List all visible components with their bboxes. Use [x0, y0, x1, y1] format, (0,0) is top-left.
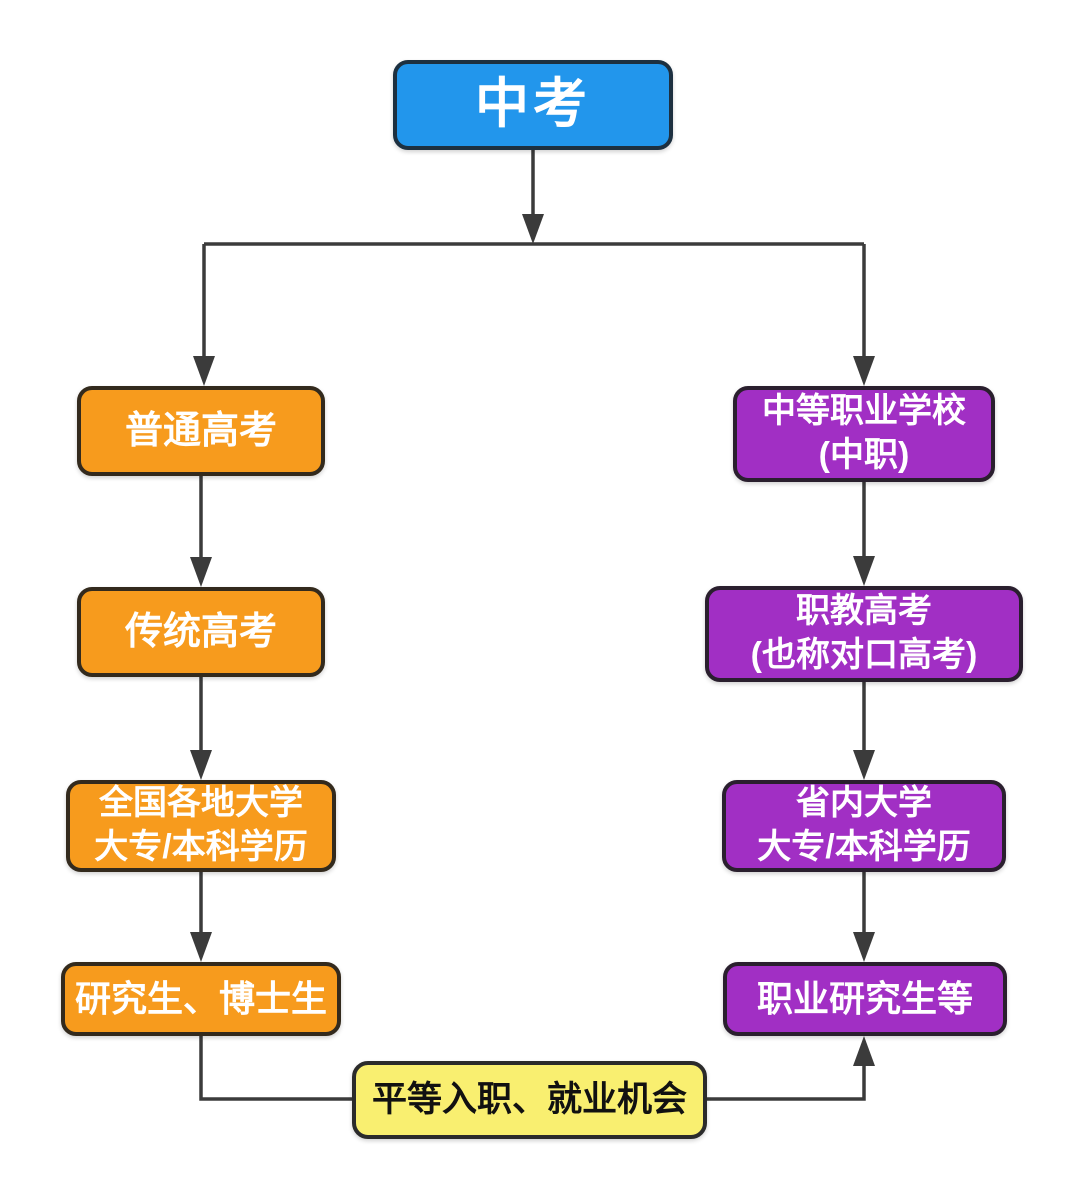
node-vocational-gaokao: 职教高考 (也称对口高考) — [705, 586, 1023, 682]
node-label-line2: 大专/本科学历 — [757, 828, 971, 866]
node-label-line2: 大专/本科学历 — [94, 828, 308, 866]
node-equal-employment-opportunity: 平等入职、就业机会 — [352, 1061, 707, 1139]
node-national-university: 全国各地大学 大专/本科学历 — [66, 780, 336, 872]
node-chuantong-gaokao: 传统高考 — [77, 587, 325, 677]
node-putong-gaokao: 普通高考 — [77, 386, 325, 476]
node-label-line1: 省内大学 — [796, 784, 932, 823]
node-label: 传统高考 — [124, 610, 277, 653]
arrowhead-left-drop-icon — [193, 356, 215, 386]
node-label: 中考 — [475, 74, 591, 135]
node-vocational-graduate: 职业研究生等 — [723, 962, 1007, 1036]
arrowhead-academic-1-2-icon — [190, 557, 212, 587]
node-graduate-doctorate: 研究生、博士生 — [61, 962, 341, 1036]
node-label: 平等入职、就业机会 — [371, 1079, 687, 1119]
arrowhead-vocational-2-3-icon — [853, 750, 875, 780]
node-label-line2: (中职) — [818, 436, 910, 474]
arrowhead-academic-3-4-icon — [190, 932, 212, 962]
arrowhead-outcome-up-icon — [853, 1036, 875, 1066]
arrowhead-root-down-icon — [522, 214, 544, 244]
arrowhead-vocational-3-4-icon — [853, 932, 875, 962]
node-label-line1: 全国各地大学 — [99, 784, 303, 823]
node-label-line1: 中等职业学校 — [762, 392, 966, 431]
node-label: 职业研究生等 — [756, 977, 973, 1019]
connector-academic-to-outcome — [199, 1036, 352, 1101]
node-label-line1: 职教高考 — [796, 592, 932, 631]
node-secondary-vocational-school: 中等职业学校 (中职) — [733, 386, 995, 482]
node-zhongkao: 中考 — [393, 60, 673, 150]
arrowhead-right-drop-icon — [853, 356, 875, 386]
node-label: 研究生、博士生 — [74, 977, 327, 1019]
arrowhead-vocational-1-2-icon — [853, 556, 875, 586]
node-label: 普通高考 — [124, 409, 277, 452]
connector-outcome-to-vocational — [707, 1064, 866, 1101]
node-label-line2: (也称对口高考) — [750, 636, 978, 674]
arrowhead-academic-2-3-icon — [190, 750, 212, 780]
node-provincial-university: 省内大学 大专/本科学历 — [722, 780, 1006, 872]
